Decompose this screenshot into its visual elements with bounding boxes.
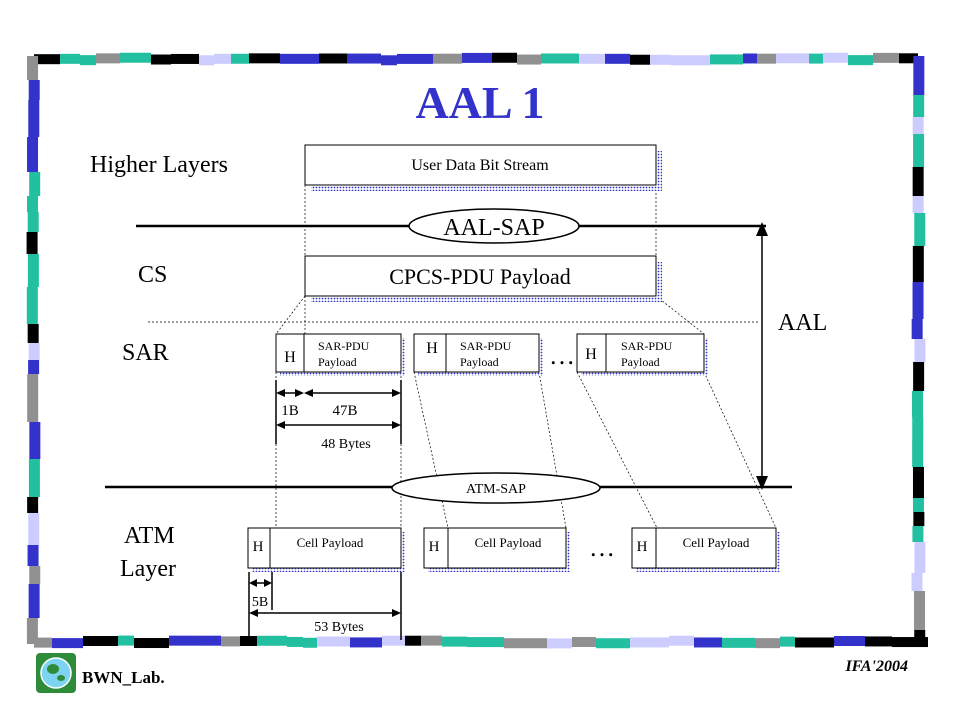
decorative-frame-bottom <box>34 635 928 649</box>
sar-pdu-2: H SAR-PDU Payload <box>413 333 543 376</box>
dim-48-bytes: 48 Bytes <box>321 437 370 452</box>
sar-ellipsis: … <box>549 341 575 370</box>
label-higher-layers: Higher Layers <box>90 152 228 178</box>
label-cs: CS <box>138 262 167 288</box>
sar-pdu-1-label-1: SAR-PDU <box>318 339 370 353</box>
atm-cell-1-header: H <box>253 539 264 555</box>
aal-sap-label: AAL-SAP <box>443 215 544 241</box>
sar-pdu-1-label-2: Payload <box>318 355 357 369</box>
decorative-frame-top <box>34 52 918 66</box>
cpcs-payload-label: CPCS-PDU Payload <box>389 264 571 289</box>
cpcs-payload-box: CPCS-PDU Payload <box>304 255 662 302</box>
atm-dimension-markers <box>248 572 402 640</box>
conference-label: IFA'2004 <box>844 658 908 675</box>
aal-sap-ellipse <box>408 208 580 244</box>
atm-sap-ellipse <box>391 472 601 504</box>
sar-pdu-3: H SAR-PDU Payload <box>576 333 708 376</box>
atm-cell-1: H Cell Payload <box>247 527 405 572</box>
dim-53-bytes: 53 Bytes <box>314 620 363 635</box>
lab-name: BWN_Lab. <box>82 668 165 687</box>
sar-pdu-2-header: H <box>426 340 438 357</box>
dim-1b: 1B <box>281 403 299 419</box>
dim-47b: 47B <box>332 403 357 419</box>
decorative-frame-right <box>911 56 926 644</box>
user-data-box: User Data Bit Stream <box>304 144 662 191</box>
sar-pdu-3-header: H <box>585 346 597 363</box>
atm-cell-1-label: Cell Payload <box>297 535 364 550</box>
label-aal: AAL <box>778 310 827 336</box>
atm-ellipsis: … <box>589 533 615 562</box>
atm-sap-label: ATM-SAP <box>466 482 526 497</box>
label-sar: SAR <box>122 340 169 366</box>
atm-cell-2: H Cell Payload <box>423 527 570 572</box>
dim-5b: 5B <box>252 595 268 610</box>
lab-logo <box>36 653 76 693</box>
aal-span-arrow <box>756 222 768 490</box>
decorative-frame-left <box>26 56 41 644</box>
sar-pdu-3-label-2: Payload <box>621 355 660 369</box>
user-data-label: User Data Bit Stream <box>411 157 549 174</box>
sar-pdu-1: H SAR-PDU Payload <box>275 333 405 376</box>
atm-cell-2-header: H <box>429 539 440 555</box>
atm-cell-3: H Cell Payload <box>631 527 780 572</box>
atm-cell-3-header: H <box>637 539 648 555</box>
slide-title: AAL 1 <box>415 77 544 128</box>
atm-cell-2-label: Cell Payload <box>475 535 542 550</box>
sar-pdu-3-label-1: SAR-PDU <box>621 339 673 353</box>
label-atm: ATM <box>124 523 175 549</box>
label-layer: Layer <box>120 556 176 582</box>
sar-pdu-2-label-2: Payload <box>460 355 499 369</box>
sar-dimension-markers <box>275 380 402 444</box>
sar-pdu-1-header: H <box>284 349 296 366</box>
atm-cell-3-label: Cell Payload <box>683 535 750 550</box>
sar-pdu-2-label-1: SAR-PDU <box>460 339 512 353</box>
